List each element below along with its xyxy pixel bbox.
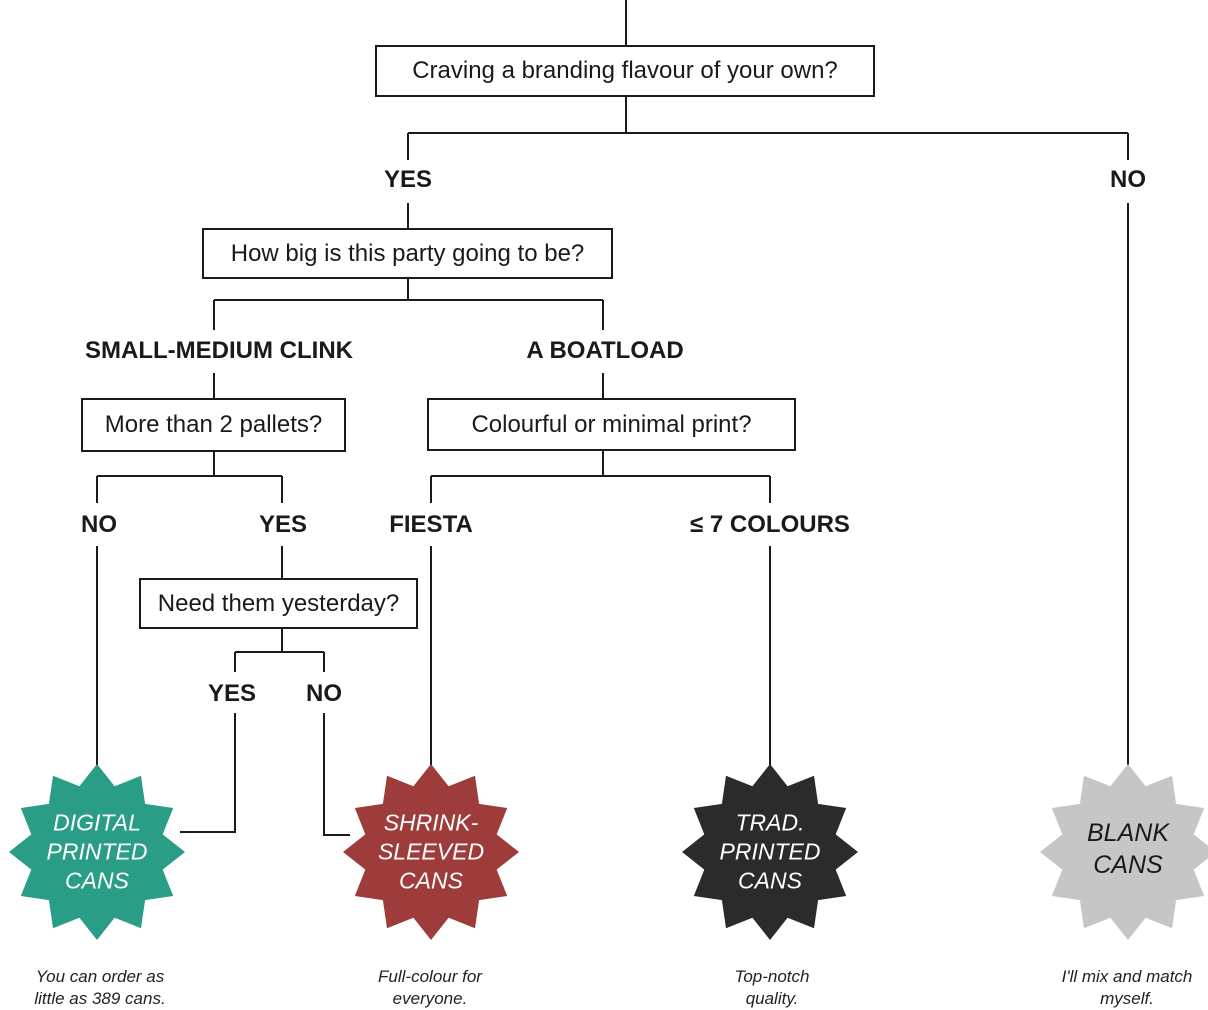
connector-q4-split <box>430 450 771 503</box>
branch-label-fiesta: FIESTA <box>389 511 473 538</box>
connector-q5-no <box>323 713 350 836</box>
starburst-badge-shrink <box>343 764 519 940</box>
connector-q5-yes <box>180 713 236 833</box>
starburst-badge-blank <box>1040 764 1208 940</box>
connector-q1-split <box>407 96 1129 160</box>
outcome-note-blank: I'll mix and match myself. <box>1061 967 1193 1008</box>
branch-label-q3-no: NO <box>81 511 117 538</box>
branch-label-q5-no: NO <box>306 680 342 707</box>
connector-q5-split <box>234 628 325 672</box>
connector-q2-split <box>213 278 604 330</box>
outcome-note-trad: Top-notch quality. <box>734 967 810 1008</box>
branch-label-small-medium: SMALL-MEDIUM CLINK <box>85 337 353 364</box>
question-box-branding: Craving a branding flavour of your own? <box>375 45 875 97</box>
starburst-badge-digital <box>9 764 185 940</box>
question-box-party-size: How big is this party going to be? <box>202 228 613 279</box>
outcome-note-digital: You can order as little as 389 cans. <box>34 967 166 1008</box>
branch-label-q1-no: NO <box>1110 166 1146 193</box>
branch-label-colours: ≤ 7 COLOURS <box>690 511 850 538</box>
connector-q3-split <box>96 451 283 503</box>
branch-label-q1-yes: YES <box>383 166 433 193</box>
question-box-print-style: Colourful or minimal print? <box>427 398 796 451</box>
branch-label-q3-yes: YES <box>258 511 308 538</box>
question-box-urgency: Need them yesterday? <box>139 578 418 629</box>
starburst-badge-trad <box>682 764 858 940</box>
outcome-note-shrink: Full-colour for everyone. <box>378 967 482 1008</box>
branch-label-boatload: A BOATLOAD <box>526 337 684 364</box>
question-box-pallets: More than 2 pallets? <box>81 398 346 452</box>
branch-label-q5-yes: YES <box>207 680 257 707</box>
